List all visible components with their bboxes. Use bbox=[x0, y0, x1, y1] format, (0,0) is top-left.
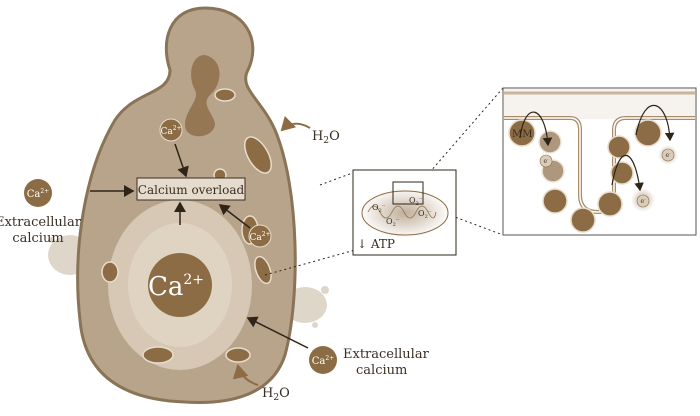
extracellular-left-line2: calcium bbox=[12, 231, 63, 246]
svg-text:e-: e- bbox=[544, 157, 550, 165]
vacuole bbox=[185, 55, 220, 137]
mm-label: MM bbox=[512, 129, 532, 140]
svg-text:e-: e- bbox=[666, 151, 672, 159]
superscript: 2+ bbox=[325, 355, 334, 362]
extracellular-left-line1: Extracellular bbox=[0, 215, 82, 230]
superscript: 2+ bbox=[262, 231, 271, 238]
extracellular-bottom-line1: Extracellular bbox=[343, 347, 430, 362]
svg-text:Ca2+: Ca2+ bbox=[148, 272, 204, 302]
svg-text:Ca2+: Ca2+ bbox=[312, 355, 334, 367]
svg-text:O2·-: O2·- bbox=[372, 203, 385, 214]
calcium-overload-label: Calcium overload bbox=[138, 183, 245, 197]
arrows bbox=[90, 143, 309, 349]
mitochondria bbox=[101, 88, 272, 364]
svg-text:O2·-: O2·- bbox=[386, 217, 399, 228]
ca-ion-bottom: Ca bbox=[312, 356, 326, 367]
ca-mito-label: Ca bbox=[249, 233, 262, 243]
superscript: 2+ bbox=[173, 125, 182, 132]
svg-text:Ca2+: Ca2+ bbox=[249, 231, 270, 243]
ca-ion-left: Ca bbox=[27, 189, 41, 200]
svg-text:Ca2+: Ca2+ bbox=[160, 125, 181, 137]
ca-vacuole-label: Ca bbox=[160, 127, 173, 137]
water-top-label: H2O bbox=[312, 129, 340, 146]
yeast-cell: Ca2+ Ca2+ Ca2+ Calcium overload bbox=[76, 6, 309, 404]
extracellular-bottom-line2: calcium bbox=[356, 363, 407, 378]
svg-text:O2·-: O2·- bbox=[418, 209, 431, 220]
zoom-region-box bbox=[392, 181, 424, 205]
membrane-detail-panel: e- e- e- MM bbox=[502, 87, 697, 236]
ca-nucleus-label: Ca bbox=[148, 272, 183, 302]
superscript: 2+ bbox=[40, 188, 49, 195]
svg-text:O2·-: O2·- bbox=[409, 196, 422, 207]
calcium-overload-box bbox=[136, 177, 246, 201]
mitochondrion-inset: O2·- O2·- O2·- O2·- ↓ ATP bbox=[352, 169, 457, 256]
water-bottom-label: H2O bbox=[262, 386, 290, 403]
zoom-lines bbox=[264, 87, 504, 276]
svg-text:Ca2+: Ca2+ bbox=[27, 188, 49, 200]
svg-text:e-: e- bbox=[641, 197, 647, 205]
atp-label: ↓ ATP bbox=[357, 237, 395, 251]
superscript: 2+ bbox=[183, 272, 204, 288]
